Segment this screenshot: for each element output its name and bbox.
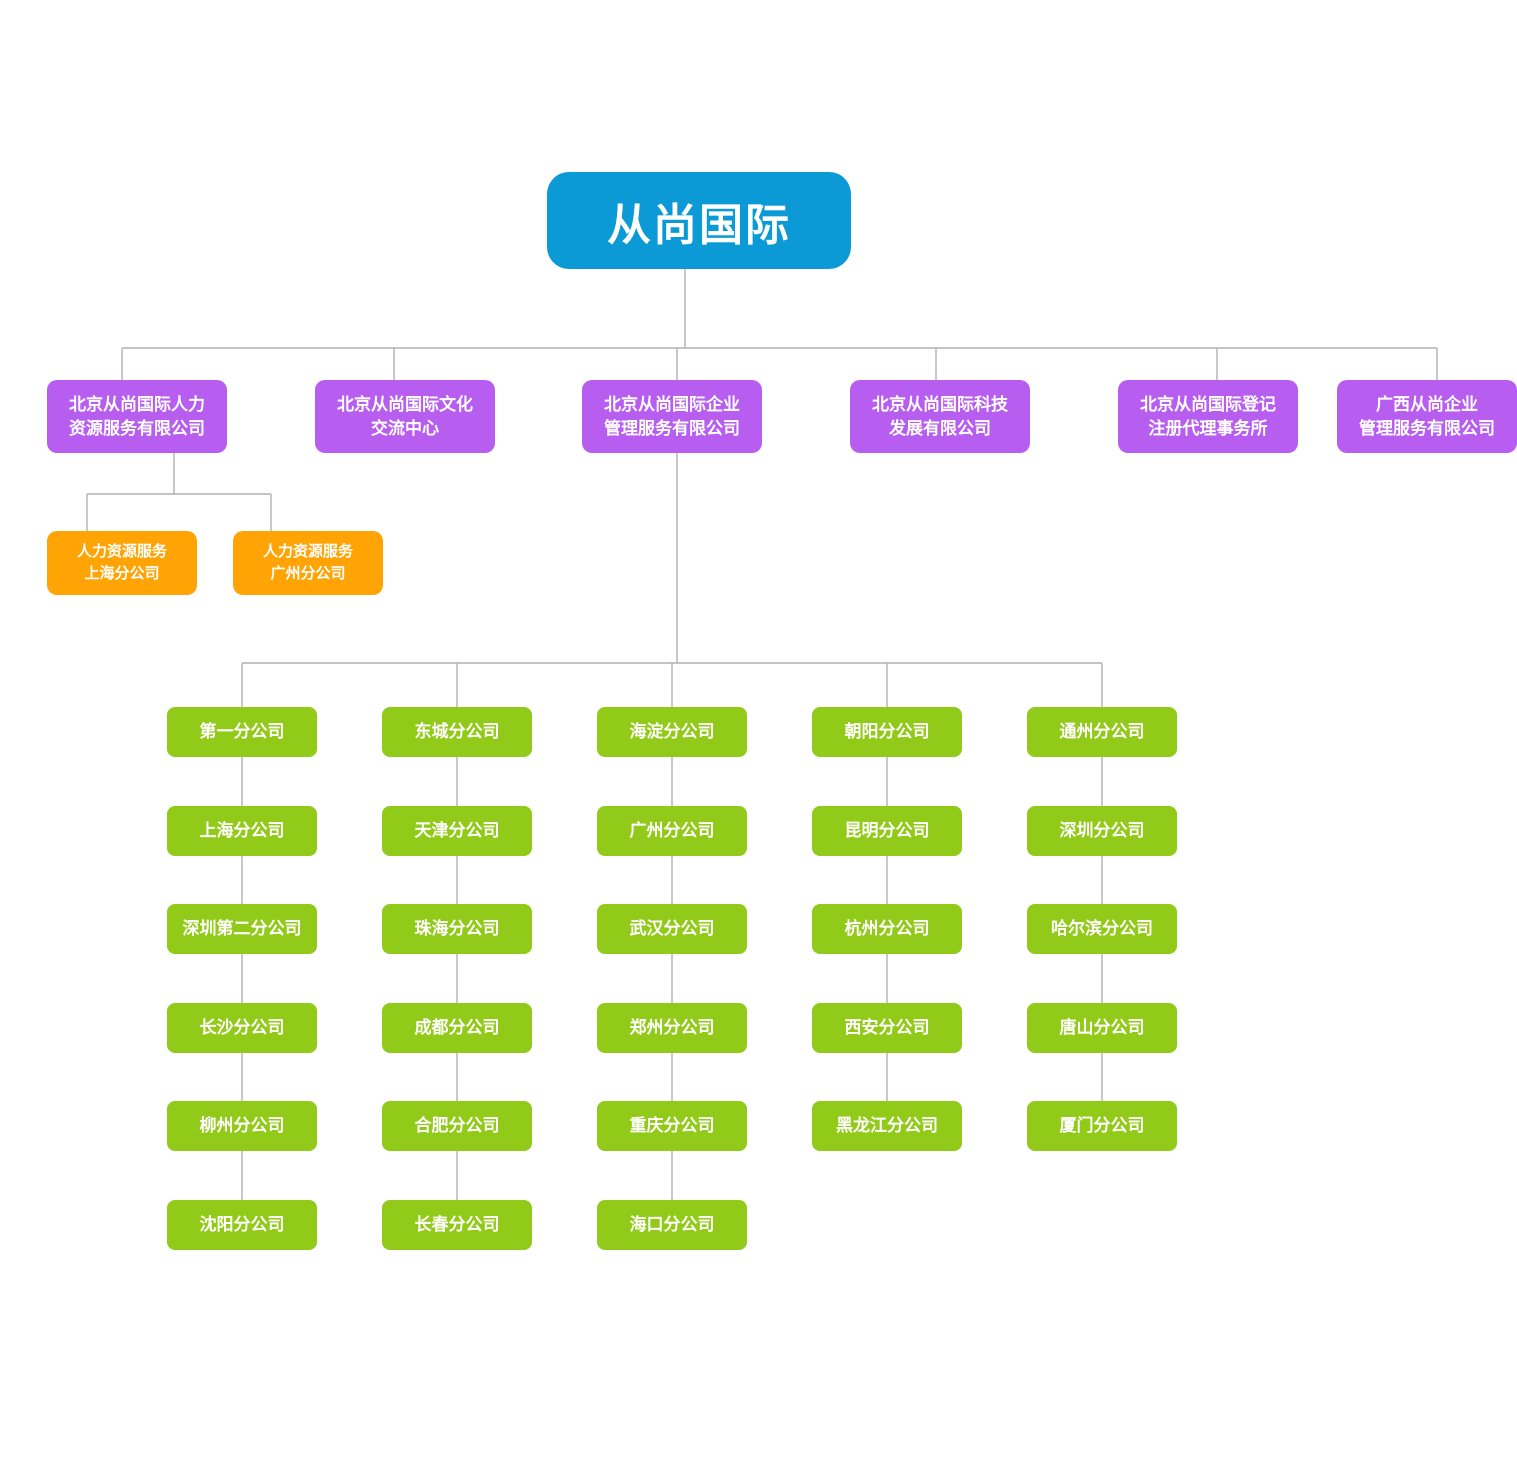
branch-node-col4-row3: 杭州分公司	[812, 904, 962, 954]
node-label-line: 沈阳分公司	[199, 1215, 285, 1234]
branch-node-col1-row6: 沈阳分公司	[167, 1200, 317, 1250]
node-label-line: 交流中心	[371, 418, 439, 438]
branch-node-col3-row2: 广州分公司	[597, 806, 747, 856]
node-label-line: 杭州分公司	[844, 919, 930, 938]
branch-node-col4-row4: 西安分公司	[812, 1003, 962, 1053]
branch-node-col3-row6: 海口分公司	[597, 1200, 747, 1250]
branch-node-col3-row4: 郑州分公司	[597, 1003, 747, 1053]
subsidiary-node-beijing-hr: 北京从尚国际人力资源服务有限公司	[47, 380, 227, 453]
node-label-line: 深圳第二分公司	[182, 919, 302, 938]
branch-node-col3-row5: 重庆分公司	[597, 1101, 747, 1151]
node-label-line: 海口分公司	[629, 1215, 715, 1234]
node-label-line: 东城分公司	[414, 722, 500, 741]
branch-node-col1-row5: 柳州分公司	[167, 1101, 317, 1151]
branch-node-col1-row1: 第一分公司	[167, 707, 317, 757]
hr-branch-node-guangzhou: 人力资源服务广州分公司	[233, 531, 383, 595]
node-label-line: 通州分公司	[1059, 722, 1145, 741]
node-label-line: 朝阳分公司	[844, 722, 930, 741]
node-label-line: 珠海分公司	[414, 919, 500, 938]
hr-branch-node-shanghai: 人力资源服务上海分公司	[47, 531, 197, 595]
node-label-line: 黑龙江分公司	[836, 1116, 938, 1135]
branch-node-col4-row5: 黑龙江分公司	[812, 1101, 962, 1151]
org-node-root-congshang-international: 从尚国际	[547, 172, 851, 269]
subsidiary-node-beijing-enterprise: 北京从尚国际企业管理服务有限公司	[582, 380, 762, 453]
node-label-line: 重庆分公司	[629, 1116, 715, 1135]
node-label-line: 长沙分公司	[199, 1018, 285, 1037]
node-label-line: 管理服务有限公司	[604, 418, 740, 438]
node-label-line: 厦门分公司	[1059, 1116, 1145, 1135]
node-label-line: 哈尔滨分公司	[1051, 919, 1153, 938]
node-label-line: 合肥分公司	[414, 1116, 500, 1135]
branch-node-col2-row3: 珠海分公司	[382, 904, 532, 954]
node-label-line: 天津分公司	[414, 821, 500, 840]
node-label-line: 北京从尚国际文化	[337, 394, 473, 414]
node-label-line: 西安分公司	[844, 1018, 930, 1037]
node-label-line: 北京从尚国际登记	[1140, 394, 1276, 414]
branch-node-col5-row1: 通州分公司	[1027, 707, 1177, 757]
node-label-line: 第一分公司	[199, 722, 285, 741]
node-label-line: 昆明分公司	[844, 821, 930, 840]
branch-node-col2-row2: 天津分公司	[382, 806, 532, 856]
node-label-line: 长春分公司	[414, 1215, 500, 1234]
subsidiary-node-beijing-tech: 北京从尚国际科技发展有限公司	[850, 380, 1030, 453]
node-label-line: 管理服务有限公司	[1359, 418, 1495, 438]
branch-node-col2-row1: 东城分公司	[382, 707, 532, 757]
node-label-line: 注册代理事务所	[1148, 418, 1268, 438]
node-label-line: 广州分公司	[270, 565, 346, 582]
node-label-line: 北京从尚国际企业	[604, 394, 740, 414]
node-label-line: 海淀分公司	[629, 722, 715, 741]
subsidiary-node-beijing-registry: 北京从尚国际登记注册代理事务所	[1118, 380, 1298, 453]
subsidiary-node-guangxi: 广西从尚企业管理服务有限公司	[1337, 380, 1517, 453]
node-label-line: 人力资源服务	[76, 543, 167, 560]
branch-node-col5-row3: 哈尔滨分公司	[1027, 904, 1177, 954]
node-label-line: 北京从尚国际科技	[872, 394, 1008, 414]
node-label-line: 上海分公司	[84, 565, 160, 582]
branch-node-col1-row3: 深圳第二分公司	[167, 904, 317, 954]
node-label-line: 人力资源服务	[262, 543, 353, 560]
node-label-line: 上海分公司	[199, 821, 285, 840]
node-label-line: 武汉分公司	[629, 919, 715, 938]
branch-node-col1-row4: 长沙分公司	[167, 1003, 317, 1053]
branch-node-col2-row6: 长春分公司	[382, 1200, 532, 1250]
branch-node-col5-row2: 深圳分公司	[1027, 806, 1177, 856]
node-label-line: 成都分公司	[414, 1018, 500, 1037]
subsidiary-node-beijing-culture: 北京从尚国际文化交流中心	[315, 380, 495, 453]
branch-node-col4-row1: 朝阳分公司	[812, 707, 962, 757]
branch-node-col2-row5: 合肥分公司	[382, 1101, 532, 1151]
branch-node-col5-row5: 厦门分公司	[1027, 1101, 1177, 1151]
node-label-line: 发展有限公司	[889, 418, 991, 438]
branch-node-col3-row3: 武汉分公司	[597, 904, 747, 954]
branch-node-col1-row2: 上海分公司	[167, 806, 317, 856]
node-label-line: 北京从尚国际人力	[69, 394, 205, 414]
branch-node-col5-row4: 唐山分公司	[1027, 1003, 1177, 1053]
branch-node-col4-row2: 昆明分公司	[812, 806, 962, 856]
node-label-line: 广州分公司	[629, 821, 715, 840]
node-label-line: 唐山分公司	[1059, 1018, 1145, 1037]
root-node-label: 从尚国际	[607, 200, 791, 250]
branch-node-col2-row4: 成都分公司	[382, 1003, 532, 1053]
node-label-line: 郑州分公司	[629, 1018, 715, 1037]
node-label-line: 深圳分公司	[1059, 821, 1145, 840]
node-label-line: 广西从尚企业	[1376, 394, 1478, 414]
node-label-line: 资源服务有限公司	[69, 418, 205, 438]
connector-path	[86, 269, 1438, 1200]
branch-node-col3-row1: 海淀分公司	[597, 707, 747, 757]
node-label-line: 柳州分公司	[199, 1116, 285, 1135]
